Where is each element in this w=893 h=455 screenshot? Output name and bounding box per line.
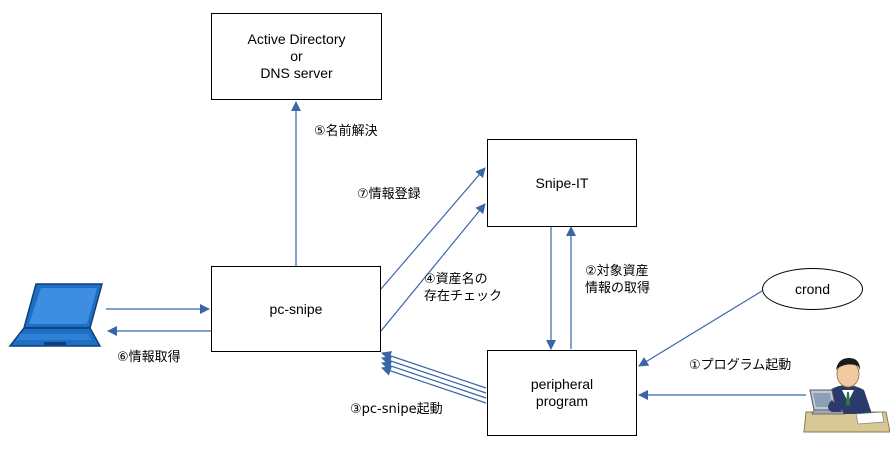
- step-launch-pcsnipe-label: ③pc-snipe起動: [350, 402, 443, 417]
- pc-snipe-box: pc-snipe: [211, 266, 381, 352]
- step-fetch-target-label: ②対象資産 情報の取得: [585, 264, 651, 296]
- directory-server-box: Active Directory or DNS server: [211, 13, 382, 100]
- arrow-crond-to-peripheral: [638, 290, 763, 367]
- step-register-info-label: ⑦情報登録: [357, 187, 421, 202]
- arrow-register-info: [380, 167, 486, 290]
- arrow-launch-pcsnipe-4: [381, 366, 487, 404]
- peripheral-program-box: peripheral program: [487, 350, 637, 436]
- peripheral-program-label: peripheral program: [530, 376, 594, 409]
- crond-label: crond: [794, 281, 831, 297]
- laptop-icon: [8, 283, 103, 347]
- arrow-launch-pcsnipe-2: [381, 356, 487, 394]
- directory-server-label: Active Directory or DNS server: [247, 31, 346, 81]
- step-name-resolution-label: ⑤名前解決: [314, 124, 378, 139]
- crond-ellipse: crond: [762, 268, 863, 310]
- arrow-launch-pcsnipe-3: [381, 361, 487, 399]
- step-existence-check-label: ④資産名の 存在チェック: [424, 272, 503, 304]
- arrow-existence-check: [380, 203, 486, 332]
- pc-snipe-label: pc-snipe: [269, 300, 323, 317]
- step-program-launch-label: ①プログラム起動: [689, 358, 792, 373]
- snipe-it-box: Snipe-IT: [487, 139, 637, 227]
- arrow-launch-pcsnipe-1: [381, 351, 487, 389]
- user-at-computer-icon: [803, 358, 890, 433]
- step-get-info-label: ⑥情報取得: [117, 350, 181, 365]
- snipe-it-label: Snipe-IT: [535, 174, 589, 191]
